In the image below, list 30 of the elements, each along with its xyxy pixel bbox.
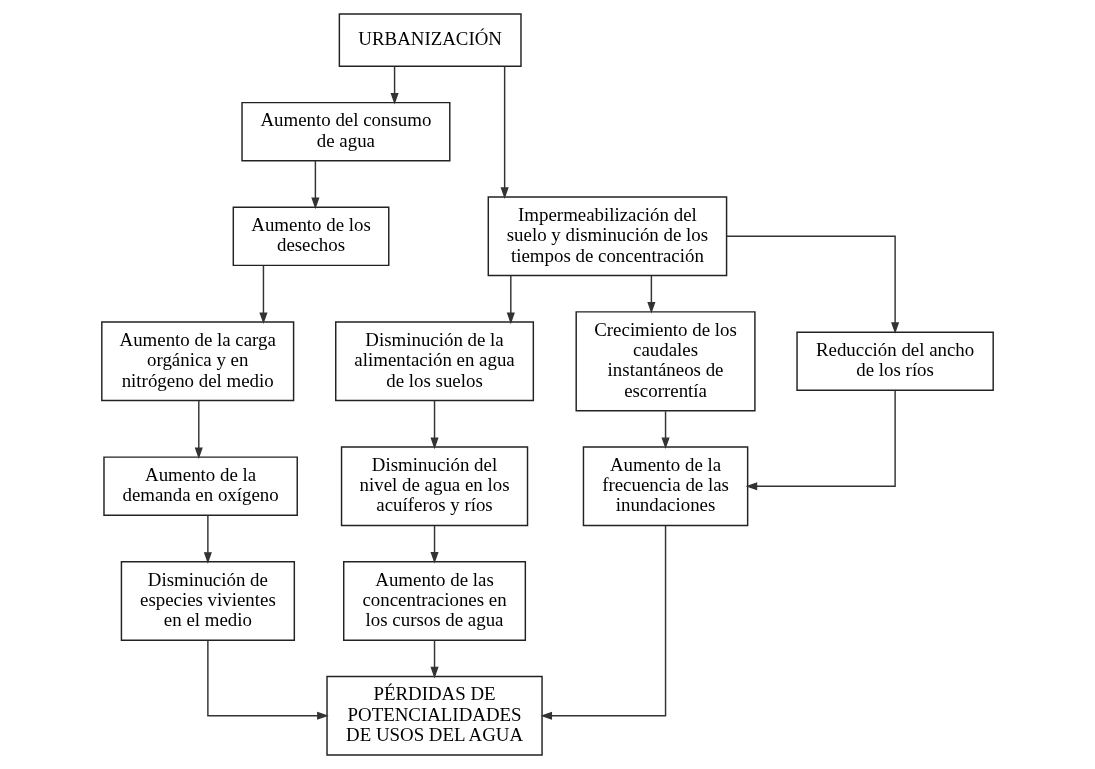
- arrow: [506, 275, 515, 325]
- arrow: [207, 639, 329, 720]
- node-box: Reducción del ancho de los ríos: [796, 331, 994, 392]
- node-box: PÉRDIDAS DE POTENCIALIDADES DE USOS DEL AGUA: [326, 675, 543, 756]
- arrow: [540, 524, 667, 720]
- node-box: Aumento de las concentraciones en los cursos de agua: [343, 561, 527, 641]
- node-box: Aumento de la carga orgánica y en nitrógeno del medio: [101, 321, 295, 402]
- arrow: [390, 65, 399, 105]
- arrow: [259, 265, 268, 325]
- arrow: [430, 400, 439, 450]
- arrow: [194, 400, 203, 460]
- arrow: [745, 390, 896, 491]
- node-box: Aumento de la demanda en oxígeno: [103, 456, 298, 516]
- node-box: Aumento de la frecuencia de las inundaciones: [582, 446, 749, 527]
- node-box: Disminución del nivel de agua en los acuíferos y ríos: [340, 446, 529, 527]
- node-box: Disminución de especies vivientes en el medio: [120, 561, 296, 641]
- arrow: [203, 515, 212, 564]
- node-box: URBANIZACIÓN: [338, 13, 522, 68]
- arrow: [661, 410, 670, 450]
- arrow: [500, 65, 509, 199]
- arrow: [726, 235, 900, 334]
- node-box: Crecimiento de los caudales instantáneos de escorrentía: [575, 311, 756, 412]
- node-box: Impermeabilización del suelo y disminución de los tiempos de concentración: [487, 196, 728, 277]
- arrow: [311, 160, 320, 210]
- node-box: Disminución de la alimentación en agua de los suelos: [335, 321, 535, 402]
- arrow: [430, 525, 439, 564]
- node-box: Aumento de los desechos: [232, 206, 390, 267]
- node-box: Aumento del consumo de agua: [241, 101, 451, 162]
- arrow: [647, 275, 656, 314]
- arrow: [430, 639, 439, 679]
